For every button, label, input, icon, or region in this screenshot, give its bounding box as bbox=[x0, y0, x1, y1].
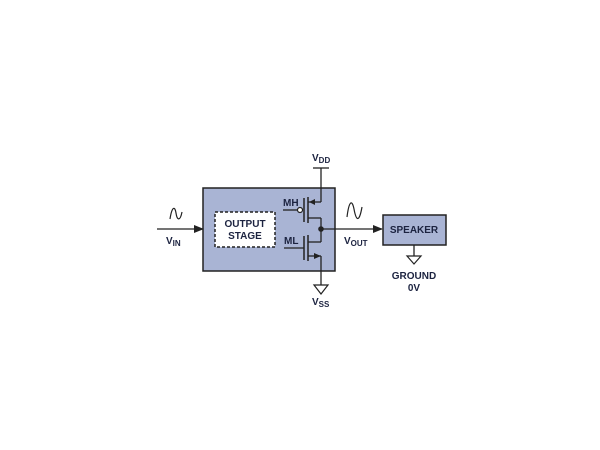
mh-gate-bubble-icon bbox=[296, 206, 304, 214]
mh-source-arrow-icon bbox=[309, 199, 315, 205]
ground-label-line2: 0V bbox=[408, 283, 421, 294]
mh-label: MH bbox=[283, 198, 299, 209]
output-sine-wave-icon bbox=[346, 202, 363, 220]
output-stage-label-line1: OUTPUT bbox=[224, 219, 265, 230]
output-stage-box bbox=[214, 211, 276, 248]
vdd-label: VDD bbox=[312, 153, 330, 165]
vout-label: VOUT bbox=[344, 236, 368, 248]
ml-source-arrow-icon bbox=[314, 253, 321, 259]
input-sine-wave-icon bbox=[169, 207, 183, 220]
vss-ground-icon bbox=[312, 284, 330, 295]
speaker-label: SPEAKER bbox=[390, 225, 439, 236]
ground-label-line1: GROUND bbox=[392, 271, 436, 282]
speaker-ground-icon bbox=[405, 255, 423, 265]
output-stage-label-line2: STAGE bbox=[228, 231, 262, 242]
speaker-block bbox=[382, 214, 447, 246]
ml-label: ML bbox=[284, 236, 298, 247]
vin-label: VIN bbox=[166, 236, 181, 248]
vss-label: VSS bbox=[312, 297, 330, 309]
